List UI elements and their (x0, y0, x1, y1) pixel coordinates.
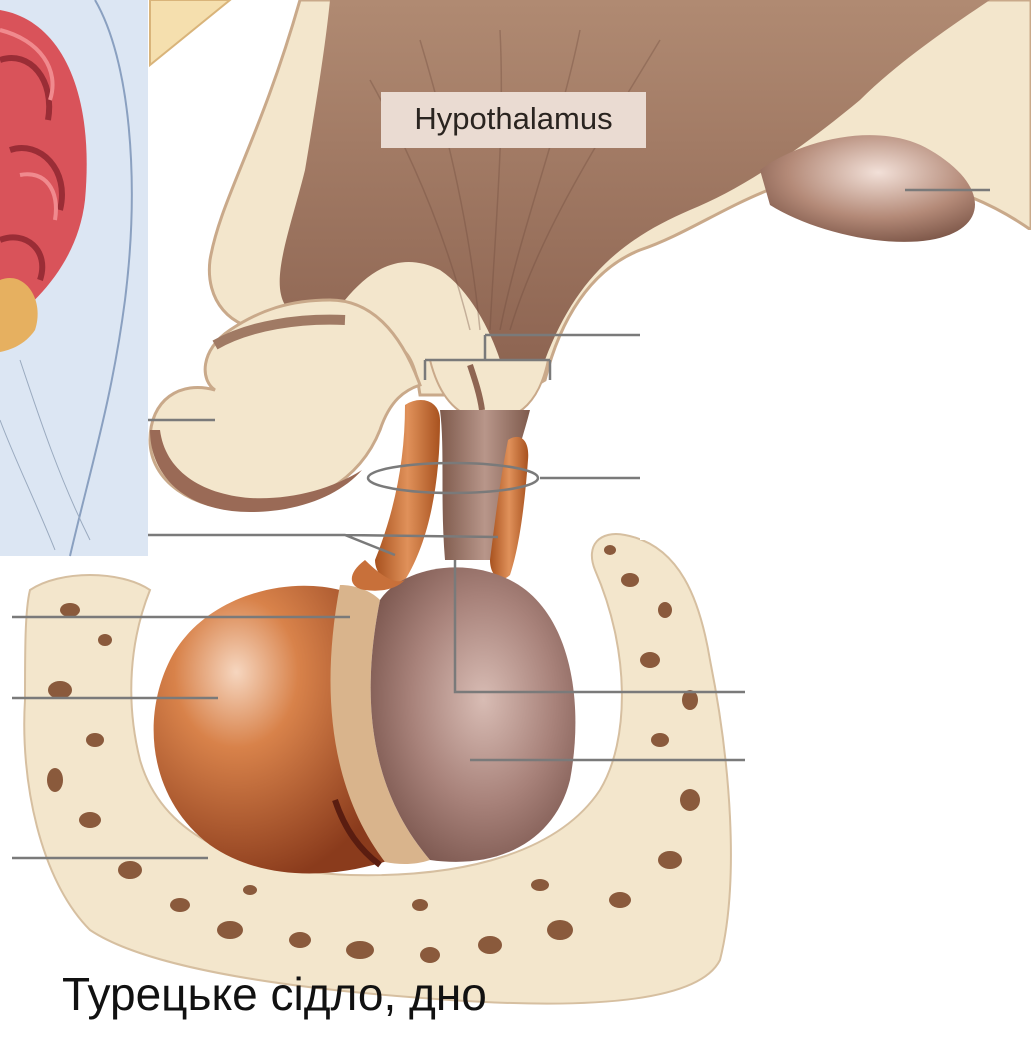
label-mask-lower (745, 540, 1031, 880)
hypothalamus-label: Hypothalamus (381, 96, 646, 142)
label-mask-upper (640, 290, 1031, 540)
label-mask-top (990, 230, 1031, 290)
brain-inset (0, 0, 148, 556)
posterior-lobe (371, 567, 576, 862)
optic-chiasm (150, 300, 420, 510)
caption-sella-floor: Турецьке сідло, дно (62, 964, 582, 1024)
arrow-pointer (150, 0, 230, 65)
